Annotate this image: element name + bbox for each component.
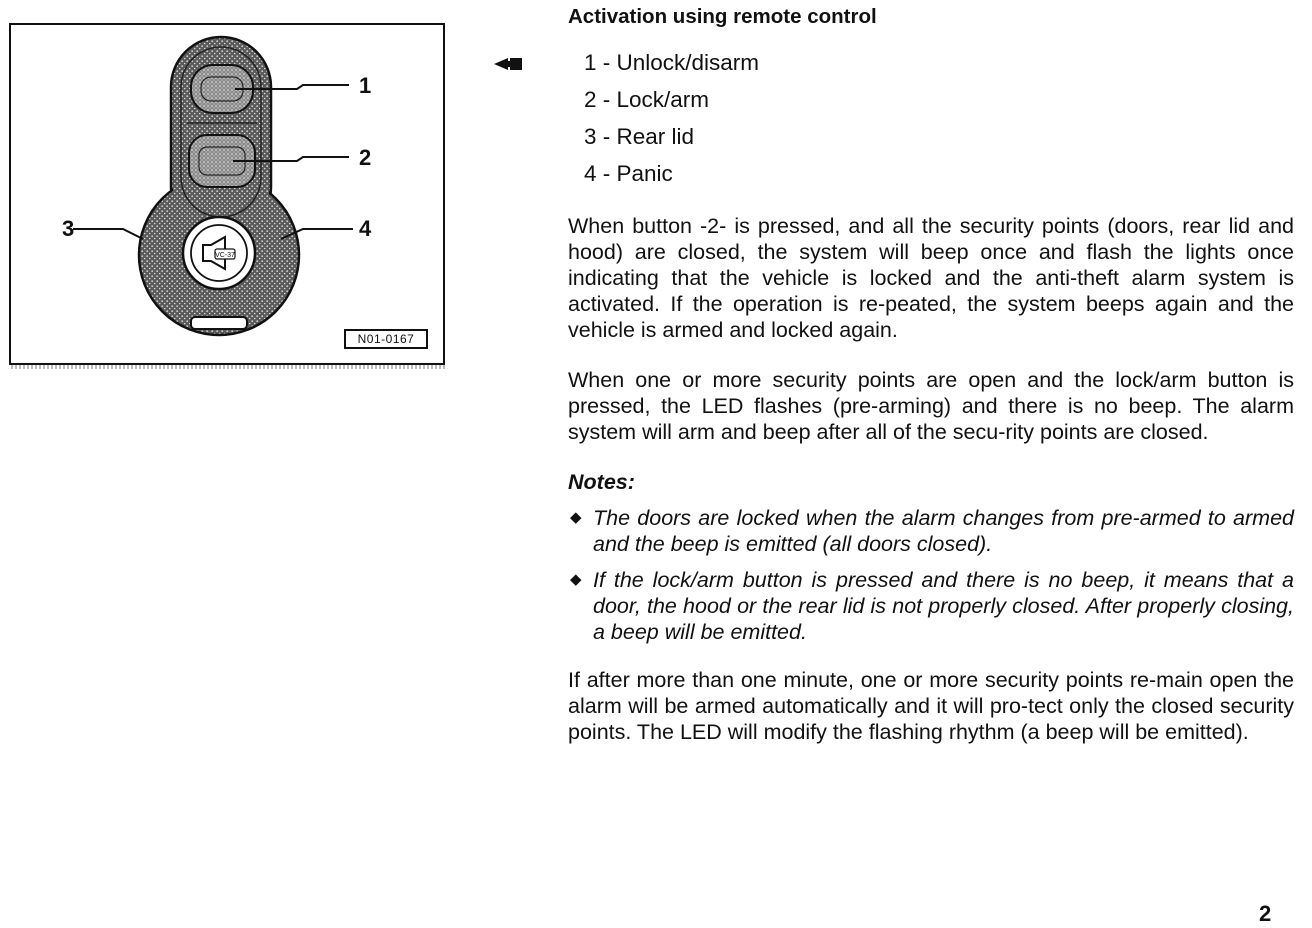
figure-shadow	[11, 365, 447, 369]
section-title: Activation using remote control	[568, 5, 877, 28]
callout-1: 1	[359, 73, 372, 98]
button-list: 1 - Unlock/disarm 2 - Lock/arm 3 - Rear …	[584, 50, 1294, 187]
list-item: 3 - Rear lid	[584, 124, 695, 149]
page-number: 2	[1259, 901, 1272, 926]
list-item: 4 - Panic	[584, 161, 673, 186]
paragraph-pre-arming: When one or more security points are ope…	[568, 368, 1294, 444]
callout-2: 2	[359, 145, 372, 170]
content-column: Activation using remote control 1 - Unlo…	[568, 4, 1294, 745]
list-item: 1 - Unlock/disarm	[584, 50, 760, 75]
paragraph-lock-activation: When button -2- is pressed, and all the …	[568, 214, 1294, 342]
notes-list: ◆ The doors are locked when the alarm ch…	[568, 505, 1294, 645]
paragraph-auto-arm: If after more than one minute, one or mo…	[568, 668, 1294, 744]
diamond-bullet-icon: ◆	[570, 509, 582, 526]
notes-title: Notes:	[568, 470, 635, 494]
callout-3: 3	[62, 216, 75, 241]
diamond-bullet-icon: ◆	[570, 571, 582, 588]
key-icon-label: VC-37	[215, 252, 235, 259]
figure-code: N01-0167	[344, 329, 428, 349]
callout-4: 4	[359, 216, 372, 241]
note-item: ◆ If the lock/arm button is pressed and …	[568, 567, 1294, 645]
callout-leaders	[73, 84, 353, 240]
note-text: The doors are locked when the alarm chan…	[593, 506, 1294, 556]
remote-bottom-notch	[190, 316, 248, 330]
list-item: 2 - Lock/arm	[584, 87, 710, 112]
remote-control-figure: VC-37 1 2 3 4 N01-0167	[9, 23, 445, 365]
arrow-left-icon	[494, 58, 522, 70]
horn-icon: VC-37	[202, 235, 236, 271]
note-text: If the lock/arm button is pressed and th…	[593, 568, 1294, 644]
remote-control-illustration: VC-37	[73, 35, 353, 337]
note-item: ◆ The doors are locked when the alarm ch…	[568, 505, 1294, 557]
